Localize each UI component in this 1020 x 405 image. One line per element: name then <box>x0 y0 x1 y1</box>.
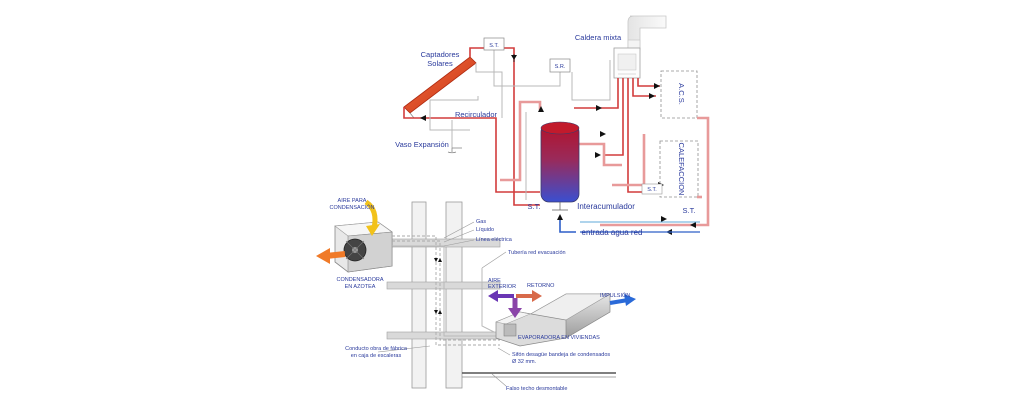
st-left-label: S.T. <box>528 202 541 211</box>
conducto-label-2: en caja de escaleras <box>351 353 402 359</box>
expansion-vessel <box>447 147 462 154</box>
vaso-expansion-label: Vaso Expansión <box>395 140 449 149</box>
acs-label: A.C.S. <box>677 83 686 105</box>
interacumulador-tank <box>540 121 580 211</box>
st-mid-label: S.T. <box>647 187 657 193</box>
gas-label: Gas <box>476 219 486 225</box>
acs-box <box>660 70 698 119</box>
condensadora-label-2: EN AZOTEA <box>345 284 376 290</box>
impulsion-arrow <box>609 294 636 306</box>
st-right-label: S.T. <box>683 206 696 215</box>
caldera-label: Caldera mixta <box>575 33 622 42</box>
air-mix-arrows <box>488 290 542 318</box>
condensadora-label-1: CONDENSADORA <box>336 277 383 283</box>
boiler-pipes <box>500 78 660 193</box>
cold-water-pipe <box>557 214 700 233</box>
falso-techo-label: Falso techo desmontable <box>506 386 567 392</box>
refrigerant-lines <box>392 235 500 346</box>
aire-ext-label-2: EXTERIOR <box>488 284 516 290</box>
recirculador-label: Recirculador <box>455 110 498 119</box>
solar-flow-pipe <box>403 47 540 206</box>
linea-electrica-label: Línea eléctrica <box>476 237 513 243</box>
sr-box <box>549 58 571 73</box>
aire-ext-label-1: AIRE <box>488 278 501 284</box>
st-top-box <box>483 37 505 51</box>
condensadora-unit <box>334 221 393 273</box>
aire-cond-label-2: CONDENSACIÓN <box>330 204 375 211</box>
sifon-label-1: Sifón desagüe bandeja de condensados <box>512 352 610 358</box>
falso-techo <box>462 372 616 378</box>
captadores-label-2: Solares <box>427 59 453 68</box>
tuberia-label: Tubería red evacuación <box>508 250 566 256</box>
exhaust-arrow <box>316 248 346 264</box>
boiler-flue <box>627 15 667 51</box>
retorno-label: RETORNO <box>527 283 555 289</box>
interacumulador-label: Interacumulador <box>577 202 635 211</box>
conducto-label-1: Conducto obra de fábrica <box>345 346 408 352</box>
st-mid-box <box>641 183 663 195</box>
evaporadora-label: EVAPORADORA EN VIVIENDAS <box>518 335 600 341</box>
boiler-unit <box>613 47 641 79</box>
sensor-lines <box>429 50 611 200</box>
aire-condensacion-arrow <box>364 199 380 236</box>
calefaccion-box <box>659 140 699 198</box>
evaporadora-unit <box>495 293 612 347</box>
callout-lines <box>377 221 511 387</box>
entrada-agua-label: entrada agua red <box>582 228 643 237</box>
liquido-label: Líquido <box>476 227 494 233</box>
calefaccion-label: CALEFACCION <box>677 143 686 196</box>
sifon-label-2: Ø 32 mm. <box>512 359 537 365</box>
st-top-label: S.T. <box>489 43 499 49</box>
aire-cond-label-1: AIRE PARA <box>338 198 367 204</box>
sr-label: S.R. <box>555 64 566 70</box>
impulsion-label: IMPULSIÓN <box>600 292 630 299</box>
captadores-label-1: Captadores <box>421 50 460 59</box>
recirc-arrow <box>420 115 426 121</box>
